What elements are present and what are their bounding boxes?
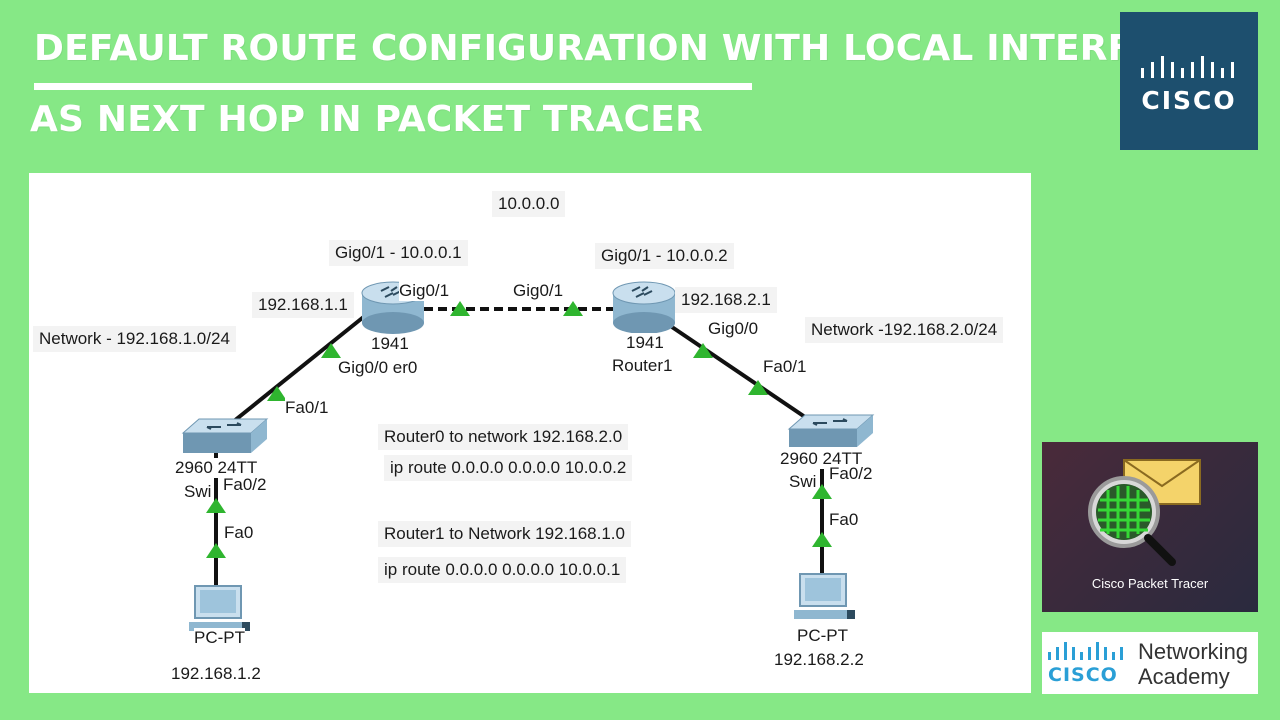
title-underline: [34, 83, 752, 90]
netacad-cisco-wordmark: CISCO: [1048, 664, 1118, 686]
netacad-line-1: Networking: [1138, 639, 1249, 664]
link-up-icon: [693, 343, 713, 358]
pc1-model: PC-PT: [797, 626, 848, 646]
switch0-fa01-label: Fa0/1: [285, 398, 329, 418]
router1-icon: [612, 281, 676, 334]
pc0-icon: [189, 585, 250, 631]
link-up-icon: [563, 301, 583, 316]
pc1-fa0-label: Fa0: [829, 510, 859, 530]
router0-port-gig01: Gig0/1: [399, 281, 450, 301]
link-up-icon: [321, 343, 341, 358]
switch1-fa01-label: Fa0/1: [763, 357, 807, 377]
link-up-icon: [206, 543, 226, 558]
packet-tracer-caption: Cisco Packet Tracer: [1091, 576, 1209, 591]
switch0-name: Swi: [184, 482, 212, 502]
switch0-icon: [181, 418, 269, 453]
link-up-icon: [267, 386, 287, 401]
pc1-ip: 192.168.2.2: [774, 650, 864, 670]
cisco-logo: CISCO: [1120, 12, 1258, 150]
router1-port-gig01: Gig0/1: [513, 281, 564, 301]
router1-gig00-label: Gig0/0: [708, 319, 759, 339]
switch1-fa02-label: Fa0/2: [829, 464, 873, 484]
link-up-icon: [748, 380, 768, 395]
router1-route-note-command: ip route 0.0.0.0 0.0.0.0 10.0.0.1: [378, 557, 627, 583]
netacad-line-2: Academy: [1138, 664, 1230, 689]
packet-tracer-logo: Cisco Packet Tracer: [1042, 442, 1258, 612]
link-up-icon: [812, 484, 832, 499]
link-r0-switch0: [232, 313, 368, 423]
left-network-label: Network - 192.168.1.0/24: [33, 326, 236, 352]
title-line-1: DEFAULT ROUTE CONFIGURATION WITH LOCAL I…: [34, 28, 1208, 69]
router1-model: 1941: [626, 333, 664, 353]
link-r1-switch1: [667, 323, 807, 419]
router1-lan-ip-label: 192.168.2.1: [675, 287, 777, 313]
router0-route-note-command: ip route 0.0.0.0 0.0.0.0 10.0.0.2: [384, 455, 633, 481]
packet-tracer-icon: [1088, 459, 1201, 566]
cisco-bars-icon: [1141, 56, 1234, 78]
pc1-icon: [794, 573, 855, 619]
pc0-model: PC-PT: [194, 628, 245, 648]
topology-links: [181, 281, 875, 631]
pc0-fa0-label: Fa0: [224, 523, 254, 543]
pc0-ip: 192.168.1.2: [171, 664, 261, 684]
title-line-2: AS NEXT HOP IN PACKET TRACER: [30, 99, 704, 140]
network-10-label: 10.0.0.0: [492, 191, 566, 217]
router1-name: Router1: [612, 356, 673, 376]
router1-gig01-ip-label: Gig0/1 - 10.0.0.2: [595, 243, 734, 269]
cisco-wordmark: CISCO: [1141, 86, 1237, 115]
right-network-label: Network -192.168.2.0/24: [805, 317, 1004, 343]
switch0-model: 2960 24TT: [175, 458, 258, 478]
link-up-icon: [206, 498, 226, 513]
router0-gig00-label: Gig0/0 er0: [338, 358, 418, 378]
link-up-icon: [450, 301, 470, 316]
router0-gig01-ip-label: Gig0/1 - 10.0.0.1: [329, 240, 468, 266]
link-up-icon: [812, 532, 832, 547]
topology-canvas: 10.0.0.0 Gig0/1 - 10.0.0.1 Gig0/1 - 10.0…: [29, 173, 1031, 693]
switch1-name: Swi: [789, 472, 817, 492]
networking-academy-logo: CISCO Networking Academy: [1042, 632, 1258, 694]
switch1-icon: [787, 414, 875, 447]
switch0-fa02-label: Fa0/2: [223, 475, 267, 495]
netacad-bars-icon: [1048, 642, 1123, 660]
router0-route-note-title: Router0 to network 192.168.2.0: [378, 424, 629, 450]
router0-model: 1941: [371, 334, 409, 354]
router0-lan-ip-label: 192.168.1.1: [252, 292, 354, 318]
router1-route-note-title: Router1 to Network 192.168.1.0: [378, 521, 631, 547]
